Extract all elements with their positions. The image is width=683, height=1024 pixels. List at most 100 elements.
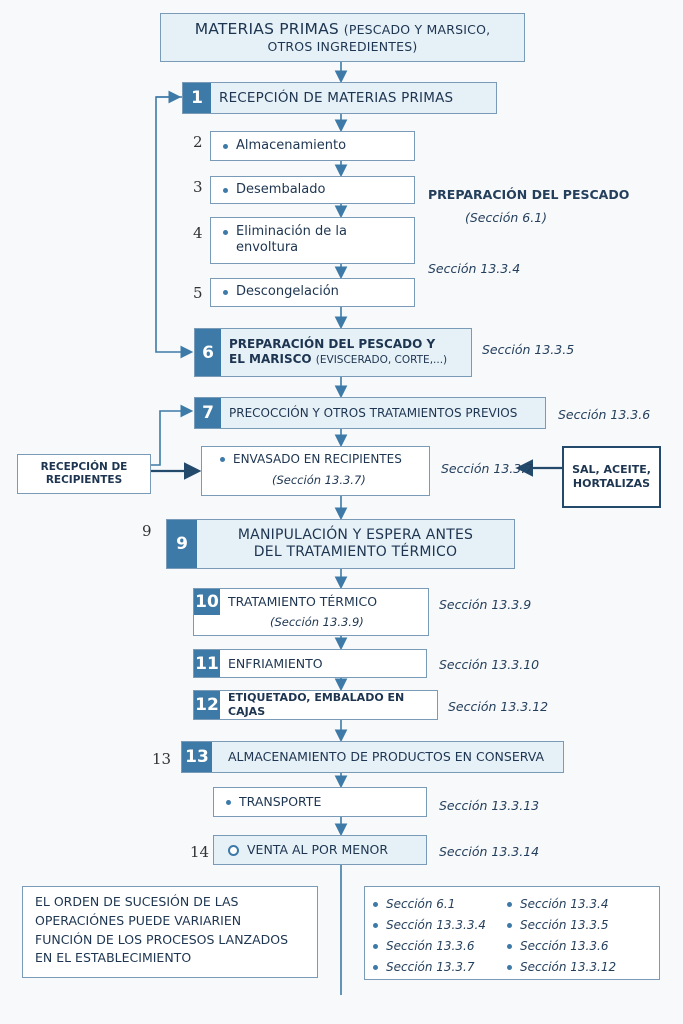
prep-annotation-title: PREPARACIÓN DEL PESCADO xyxy=(428,187,630,202)
sections-legend-box: Sección 6.1 Sección 13.3.3.4 Sección 13.… xyxy=(364,886,660,980)
step-5-label: Descongelación xyxy=(236,284,339,300)
sequence-note-line3: FUNCIÓN DE LOS PROCESOS LANZADOS xyxy=(35,931,289,947)
legend-item: Sección 13.3.6 xyxy=(520,939,609,953)
legend-item: Sección 13.3.12 xyxy=(520,960,617,974)
step-11-number: 11 xyxy=(194,650,220,677)
step-5-box: Descongelación xyxy=(210,278,415,307)
step-4-number: 4 xyxy=(193,224,203,242)
container-reception-box: RECEPCIÓN DE RECIPIENTES xyxy=(17,454,151,494)
bullet-icon xyxy=(373,922,378,928)
step-7-box: 7 PRECOCCIÓN Y OTROS TRATAMIENTOS PREVIO… xyxy=(194,397,546,429)
transport-label: TRANSPORTE xyxy=(239,794,322,810)
raw-materials-title-small: (PESCADO Y MARSICO, xyxy=(343,22,491,37)
bullet-icon xyxy=(226,799,231,805)
annotation-13-3-14: Sección 13.3.14 xyxy=(439,844,540,859)
step-6-line2-small: (EVISCERADO, CORTE,...) xyxy=(315,354,448,367)
step-6-number: 6 xyxy=(195,329,221,376)
bullet-icon xyxy=(507,901,512,907)
step-3-box: Desembalado xyxy=(210,176,415,204)
bullet-icon xyxy=(223,143,228,149)
sequence-note-line1: EL ORDEN DE SUCESIÓN DE LAS xyxy=(35,894,239,909)
step-1-number: 1 xyxy=(183,83,211,113)
raw-materials-line2: OTROS INGREDIENTES) xyxy=(267,39,418,55)
raw-materials-box: MATERIAS PRIMAS (PESCADO Y MARSICO, OTRO… xyxy=(160,13,525,62)
step-9-line2: DEL TRATAMIENTO TÉRMICO xyxy=(253,544,458,560)
step-13-box: 13 ALMACENAMIENTO DE PRODUCTOS EN CONSER… xyxy=(181,741,564,773)
annotation-13-3-10: Sección 13.3.10 xyxy=(439,657,540,672)
step-1-label: RECEPCIÓN DE MATERIAS PRIMAS xyxy=(219,89,454,106)
step-3-number: 3 xyxy=(193,178,203,196)
step-8-sub: (Sección 13.3.7) xyxy=(272,473,366,487)
step-9-line1: MANIPULACIÓN Y ESPERA ANTES xyxy=(237,526,474,543)
salt-oil-box: SAL, ACEITE, HORTALIZAS xyxy=(562,446,661,508)
step-11-label: ENFRIAMIENTO xyxy=(228,655,323,671)
step-7-label: PRECOCCIÓN Y OTROS TRATAMIENTOS PREVIOS xyxy=(229,405,518,420)
annotation-13-3-6: Sección 13.3.6 xyxy=(558,407,651,422)
step-5-number: 5 xyxy=(193,284,203,302)
annotation-13-3-7: Sección 13.3.7 xyxy=(441,461,534,476)
step-14-outer-number: 14 xyxy=(190,843,210,861)
step-14-label: VENTA AL POR MENOR xyxy=(247,842,389,858)
bullet-icon xyxy=(220,457,225,462)
step-10-number: 10 xyxy=(194,589,220,615)
step-7-number: 7 xyxy=(195,398,221,428)
step-6-box: 6 PREPARACIÓN DEL PESCADO Y EL MARISCO (… xyxy=(194,328,472,377)
legend-item: Sección 13.3.3.4 xyxy=(386,918,486,932)
step-1-box: 1 RECEPCIÓN DE MATERIAS PRIMAS xyxy=(182,82,497,114)
step-12-box: 12 ETIQUETADO, EMBALADO EN CAJAS xyxy=(193,690,438,720)
step-4-label: Eliminación de la envoltura xyxy=(236,224,347,256)
step-11-box: 11 ENFRIAMIENTO xyxy=(193,649,427,678)
step-10-sub: (Sección 13.3.9) xyxy=(270,615,364,629)
annotation-13-3-4: Sección 13.3.4 xyxy=(428,261,521,276)
container-reception-line1: RECEPCIÓN DE xyxy=(40,460,128,473)
step-2-box: Almacenamiento xyxy=(210,131,415,161)
bullet-icon xyxy=(507,964,512,970)
step-9-outer-number: 9 xyxy=(142,522,152,540)
step-6-line2: EL MARISCO xyxy=(229,352,312,367)
bullet-icon xyxy=(223,187,228,193)
step-4-box: Eliminación de la envoltura xyxy=(210,217,415,264)
bullet-icon xyxy=(223,230,228,235)
step-10-label: TRATAMIENTO TÉRMICO xyxy=(228,594,378,609)
transport-box: TRANSPORTE xyxy=(213,787,427,817)
prep-annotation-section: (Sección 6.1) xyxy=(465,210,548,225)
step-8-box: ENVASADO EN RECIPIENTES (Sección 13.3.7) xyxy=(201,446,430,496)
annotation-13-3-12: Sección 13.3.12 xyxy=(448,699,549,714)
legend-item: Sección 13.3.6 xyxy=(386,939,475,953)
bullet-icon xyxy=(223,290,228,295)
bullet-icon xyxy=(373,943,378,949)
step-13-outer-number: 13 xyxy=(152,750,172,768)
salt-oil-line2: HORTALIZAS xyxy=(572,477,651,490)
legend-item: Sección 13.3.5 xyxy=(520,918,609,932)
annotation-13-3-13: Sección 13.3.13 xyxy=(439,798,540,813)
container-reception-line2: RECIPIENTES xyxy=(45,474,123,486)
legend-item: Sección 13.3.7 xyxy=(386,960,475,974)
annotation-13-3-9: Sección 13.3.9 xyxy=(439,597,532,612)
legend-item: Sección 13.3.4 xyxy=(520,897,609,911)
step-9-box: 9 MANIPULACIÓN Y ESPERA ANTES DEL TRATAM… xyxy=(166,519,515,569)
step-14-box: VENTA AL POR MENOR xyxy=(213,835,427,865)
circle-bullet-icon xyxy=(228,844,239,856)
sequence-note-line4: EN EL ESTABLECIMIENTO xyxy=(35,950,192,966)
step-2-label: Almacenamiento xyxy=(236,137,347,153)
step-12-number: 12 xyxy=(194,691,220,719)
bullet-icon xyxy=(507,922,512,928)
raw-materials-title: MATERIAS PRIMAS xyxy=(194,20,339,38)
step-13-number: 13 xyxy=(182,742,212,772)
step-2-number: 2 xyxy=(193,133,203,151)
salt-oil-line1: SAL, ACEITE, xyxy=(572,463,651,477)
bullet-icon xyxy=(373,964,378,970)
step-13-label: ALMACENAMIENTO DE PRODUCTOS EN CONSERVA xyxy=(228,749,545,765)
legend-item: Sección 6.1 xyxy=(386,897,456,911)
step-6-line1: PREPARACIÓN DEL PESCADO Y xyxy=(229,337,436,352)
annotation-13-3-5: Sección 13.3.5 xyxy=(482,342,575,357)
step-12-label: ETIQUETADO, EMBALADO EN CAJAS xyxy=(228,691,405,718)
bullet-icon xyxy=(373,901,378,907)
bullet-icon xyxy=(507,943,512,949)
sequence-note-box: EL ORDEN DE SUCESIÓN DE LAS OPERACIÓNES … xyxy=(22,886,318,978)
step-9-number: 9 xyxy=(167,520,197,568)
step-10-box: 10 TRATAMIENTO TÉRMICO (Sección 13.3.9) xyxy=(193,588,429,636)
sequence-note-line2: OPERACIÓNES PUEDE VARIARIEN xyxy=(35,912,242,928)
step-8-label: ENVASADO EN RECIPIENTES xyxy=(233,452,402,466)
